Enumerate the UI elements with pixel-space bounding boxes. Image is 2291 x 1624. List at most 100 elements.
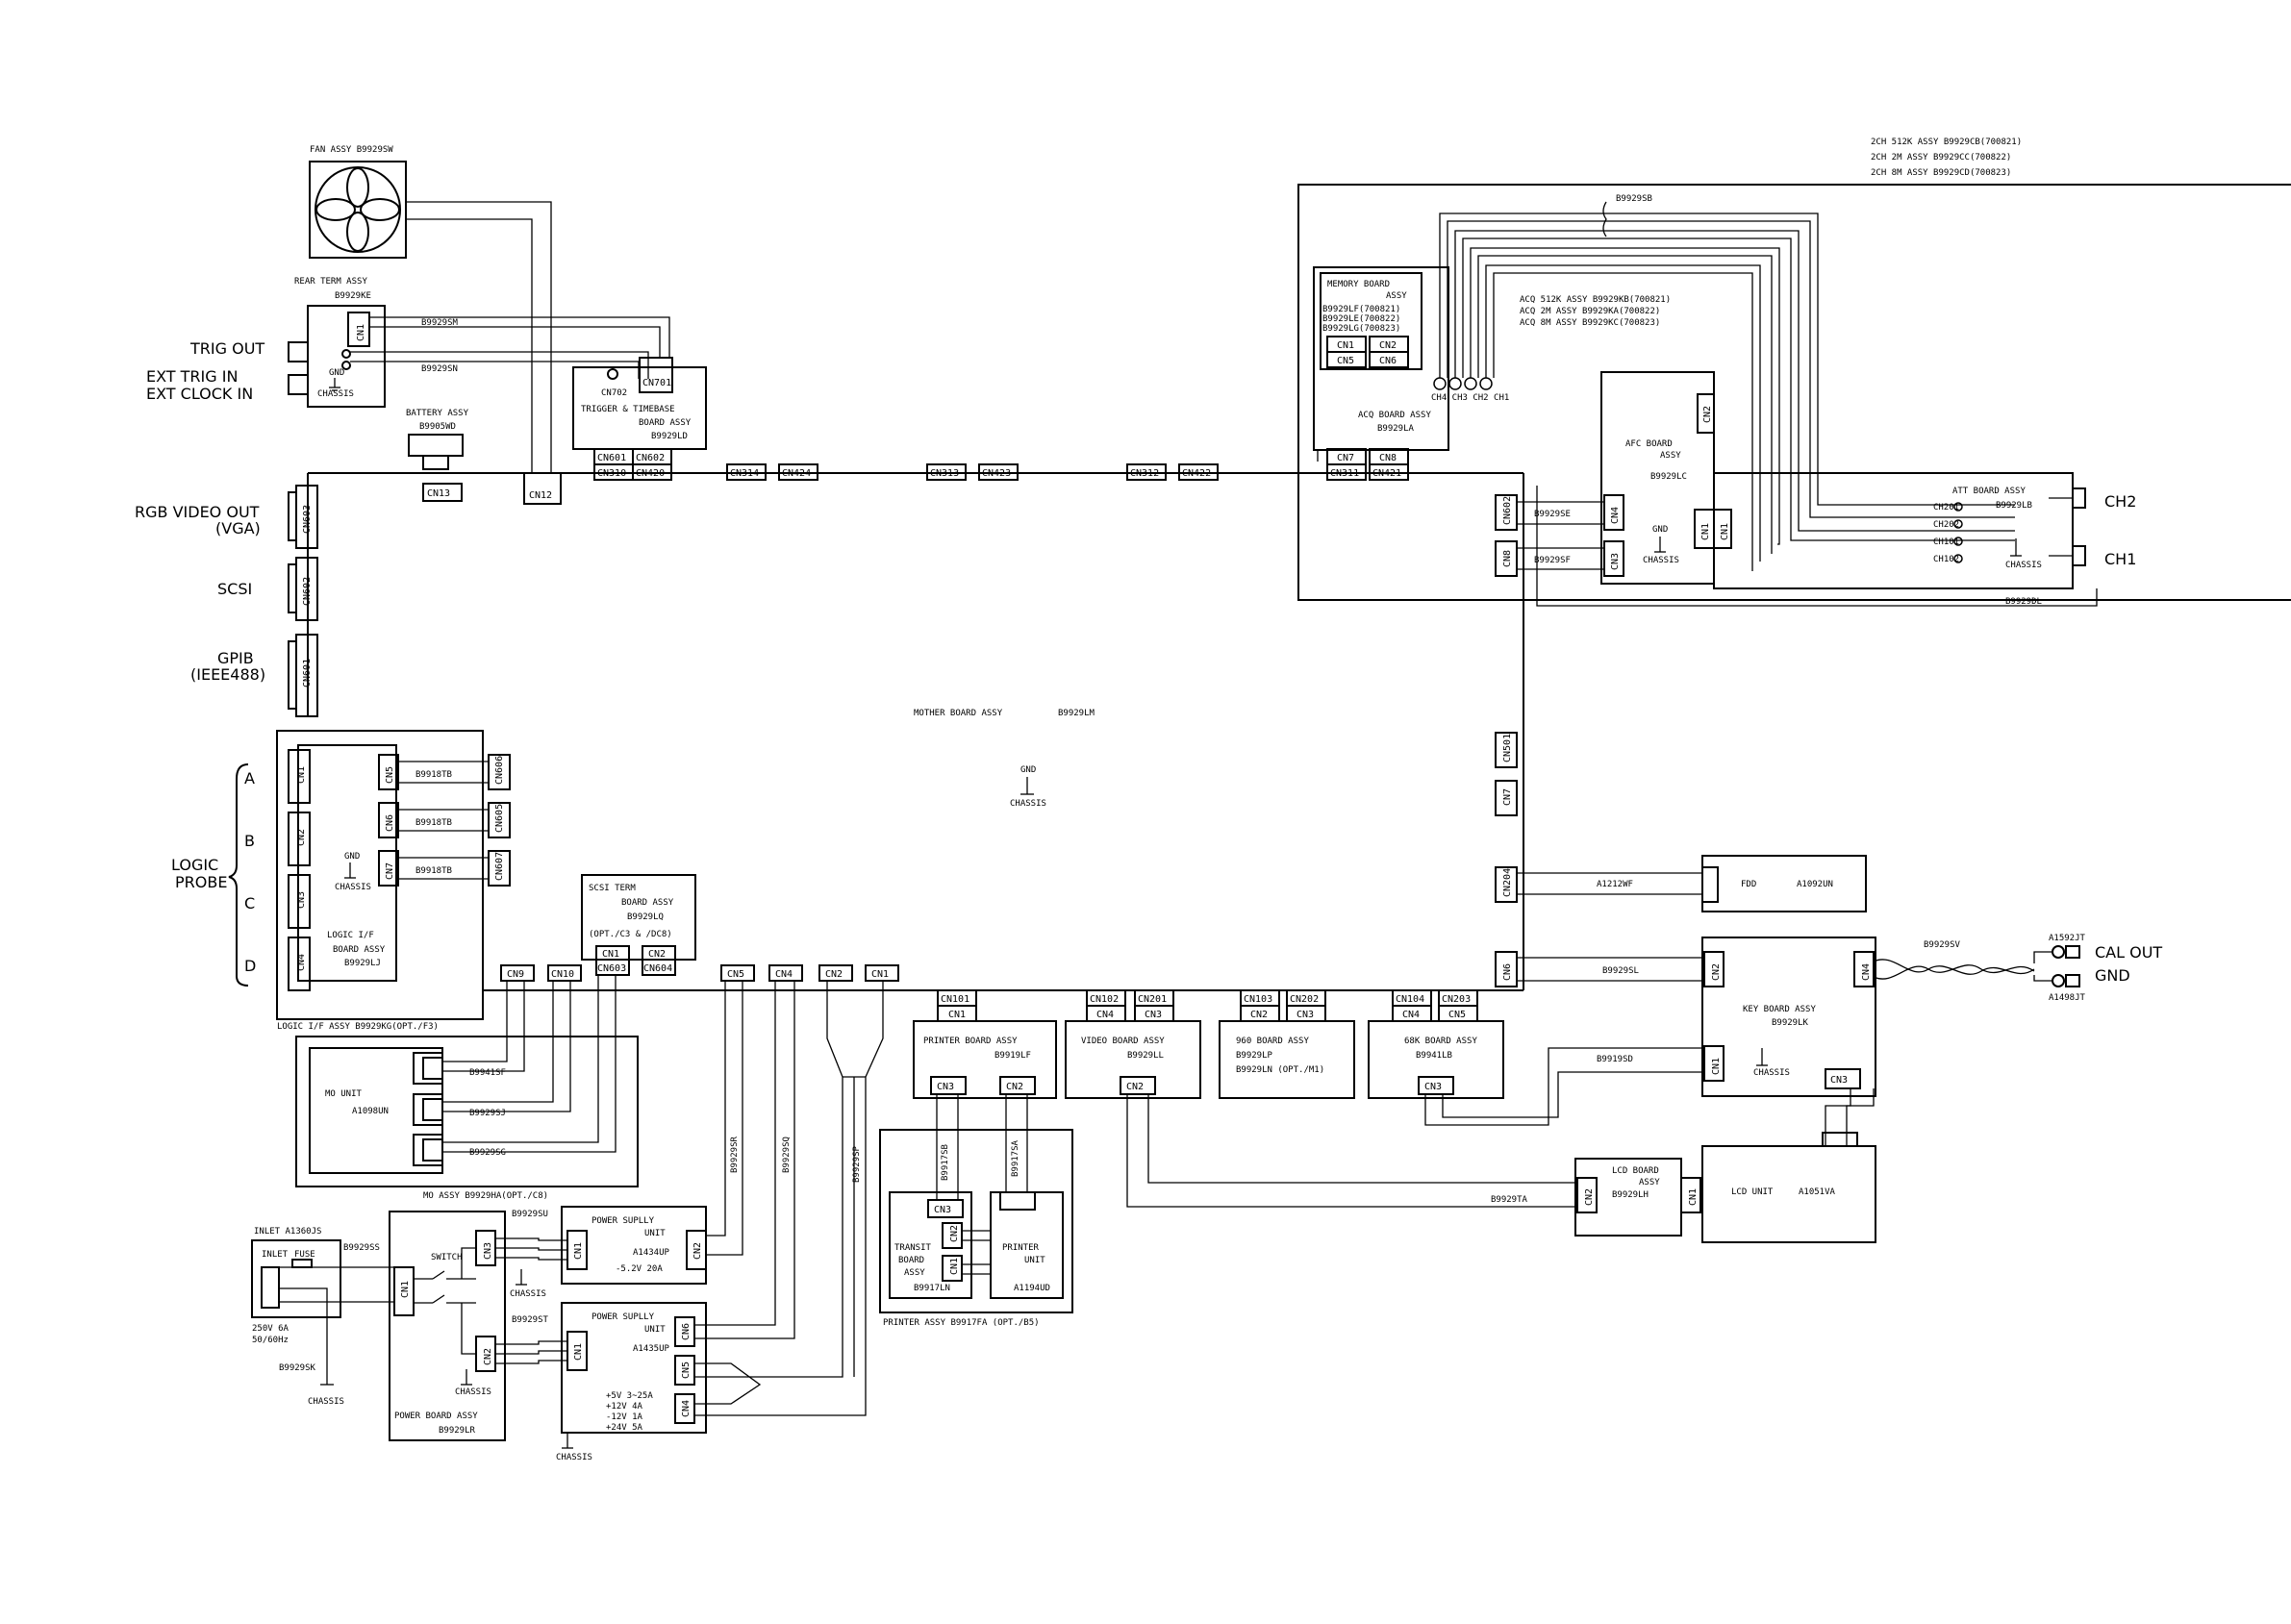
lcd-unit-part: A1051VA [1799, 1187, 1836, 1197]
afc-cn1: CN1 [1700, 523, 1711, 540]
printer-board [913, 1020, 1057, 1099]
mem-cn6: CN6 [1379, 356, 1397, 366]
logic-part: B9929LJ [344, 959, 381, 968]
printer-unit-line2: UNIT [1024, 1256, 1045, 1265]
psu2-cn4: CN4 [681, 1400, 692, 1417]
inlet-chassis: CHASSIS [308, 1397, 344, 1407]
att-board-part: B9929LB [1996, 501, 2032, 511]
memory-line1: MEMORY BOARD [1327, 280, 1390, 289]
cn423: CN423 [982, 468, 1011, 479]
b68k-board [1368, 1020, 1504, 1099]
acq-board-part: B9929LA [1377, 424, 1415, 434]
acq-cable-b9929sb: B9929SB [1616, 194, 1652, 204]
ext-clock-label: EXT CLOCK IN [146, 385, 253, 403]
logic-if-assy [276, 730, 484, 1020]
key-cn1: CN1 [1711, 1058, 1722, 1075]
cn101: CN101 [941, 994, 969, 1005]
afc-gnd: GND [1652, 525, 1668, 535]
logic-cn7: CN7 [385, 862, 395, 880]
memory-line2: ASSY [1386, 291, 1407, 301]
mo-unit-label: MO UNIT [325, 1089, 363, 1099]
trigger-line1: TRIGGER & TIMEBASE [581, 405, 675, 414]
acq-v1: ACQ 512K ASSY B9929KB(700821) [1520, 295, 1671, 305]
cable-b9919sd: B9919SD [1597, 1055, 1633, 1064]
psu1-chassis: CHASSIS [510, 1289, 546, 1299]
cal-out-label: CAL OUT [2095, 943, 2162, 962]
att-outer-part: B9929DL [2005, 597, 2042, 607]
cn501: CN501 [1502, 734, 1513, 762]
psu2-cn1: CN1 [573, 1343, 584, 1361]
scsi-cn1: CN1 [602, 949, 619, 960]
memory-p2: B9929LE(700822) [1322, 314, 1400, 324]
rear-term-chassis: CHASSIS [317, 389, 354, 399]
cn10: CN10 [551, 969, 574, 980]
trig-out-label: TRIG OUT [189, 339, 264, 358]
cn314: CN314 [730, 468, 759, 479]
cable-b9917sb: B9917SB [941, 1144, 950, 1181]
printer-board-cn2: CN2 [1006, 1082, 1023, 1092]
scsi-term-line1: SCSI TERM [589, 884, 636, 893]
att-pin-ch102: CH102 [1933, 555, 1959, 564]
acq-board [1313, 266, 1449, 451]
inlet-rating1: 250V 6A [252, 1324, 290, 1334]
cn201: CN201 [1138, 994, 1167, 1005]
psu1-cn2: CN2 [692, 1242, 703, 1260]
cn12: CN12 [529, 490, 552, 501]
inlet-text: INLET [262, 1250, 289, 1260]
acq-board-label: ACQ BOARD ASSY [1358, 411, 1431, 420]
printer-board-part: B9919LF [994, 1051, 1031, 1061]
rear-term-cn1: CN1 [356, 324, 366, 341]
cn421: CN421 [1372, 468, 1401, 479]
power-board-cn2: CN2 [483, 1348, 493, 1365]
b960-p1: B9929LP [1236, 1051, 1273, 1061]
fan-assy-label: FAN ASSY B9929SW [310, 145, 393, 155]
power-board-part: B9929LR [439, 1426, 476, 1436]
cable-b9929sq: B9929SQ [782, 1137, 792, 1173]
cal-out-part: A1592JT [2049, 934, 2086, 943]
printer-unit-part: A1194UD [1014, 1284, 1050, 1293]
att-cn1: CN1 [1720, 523, 1730, 540]
transit-cn3: CN3 [934, 1205, 951, 1215]
cn2-bottom: CN2 [825, 969, 843, 980]
memory-p3: B9929LG(700823) [1322, 324, 1400, 334]
rgb-video-label: RGB VIDEO OUT [135, 503, 260, 521]
cn605: CN605 [494, 804, 505, 833]
logic-cn5: CN5 [385, 766, 395, 784]
switch-label: SWITCH [431, 1253, 463, 1262]
cable-b9929ss: B9929SS [343, 1243, 380, 1253]
cn1-bottom: CN1 [871, 969, 889, 980]
rear-term-part: B9929KE [335, 291, 371, 301]
cable-b9929sj: B9929SJ [469, 1109, 506, 1118]
printer-board-cn3: CN3 [937, 1082, 954, 1092]
psu1-line1: POWER SUPLLY [592, 1216, 655, 1226]
cn313: CN313 [930, 468, 959, 479]
afc-chassis: CHASSIS [1643, 556, 1679, 565]
cn607: CN607 [494, 852, 505, 881]
cn312: CN312 [1130, 468, 1159, 479]
cn602-scsi: CN602 [302, 577, 313, 606]
rear-term-gnd: GND [329, 368, 344, 378]
cable-b9929st: B9929ST [512, 1315, 549, 1325]
transit-line1: TRANSIT [894, 1243, 932, 1253]
trigger-line2: BOARD ASSY [639, 418, 692, 428]
mother-chassis: CHASSIS [1010, 799, 1046, 809]
cn606: CN606 [494, 756, 505, 785]
b960-p2: B9929LN (OPT./M1) [1236, 1065, 1324, 1075]
fdd-part: A1092UN [1797, 880, 1833, 889]
fan-assy: FAN ASSY B9929SW [309, 145, 407, 259]
battery-label: BATTERY ASSY [406, 409, 469, 418]
logic-cn6: CN6 [385, 814, 395, 832]
variant-1: 2CH 512K ASSY B9929CB(700821) [1871, 137, 2022, 147]
b68k-label: 68K BOARD ASSY [1404, 1037, 1477, 1046]
afc-part: B9929LC [1650, 472, 1687, 482]
logic-cn3: CN3 [296, 891, 307, 909]
cable-b9941sf: B9941SF [469, 1068, 506, 1078]
inlet-rating2: 50/60Hz [252, 1336, 289, 1345]
cable-b9929sp: B9929SP [852, 1145, 862, 1183]
cn13: CN13 [427, 488, 450, 499]
fuse-text: FUSE [294, 1250, 315, 1260]
key-board-part: B9929LK [1772, 1018, 1809, 1028]
logic-cn2: CN2 [296, 829, 307, 846]
variant-3: 2CH 8M ASSY B9929CD(700823) [1871, 168, 2011, 178]
